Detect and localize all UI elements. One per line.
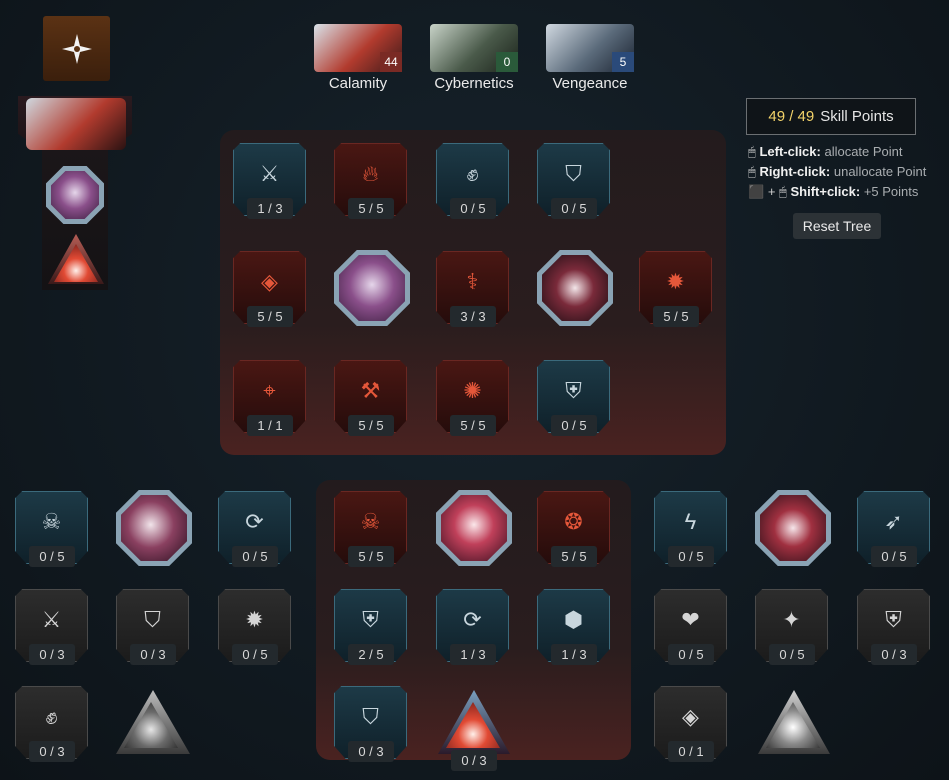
hint-shift-click: ⬛ + 🖱︎ Shift+click: +5 Points (748, 184, 919, 199)
capstone-points: 0 / 3 (451, 750, 497, 771)
keystone-node[interactable] (116, 490, 192, 566)
keystone-node[interactable] (537, 250, 613, 326)
capstone-node[interactable] (116, 690, 190, 754)
crossed-axes-icon: ⚒ (360, 378, 381, 403)
skill-node[interactable]: ☠ 5 / 5 (334, 491, 407, 567)
skill-node[interactable]: ⚒ 5 / 5 (334, 360, 407, 436)
keystone-node[interactable] (436, 490, 512, 566)
skill-node[interactable]: ➶ 0 / 5 (857, 491, 930, 567)
diamond-rune-icon: ◈ (261, 269, 278, 294)
hint-right-click: 🖱︎ Right-click: unallocate Point (748, 164, 927, 179)
skill-node[interactable]: ✹ 0 / 5 (218, 589, 291, 665)
tree-points-badge: 44 (380, 52, 402, 72)
lightning-icon: ϟ (684, 509, 697, 534)
target-icon: ⌖ (263, 378, 276, 403)
skill-node[interactable]: ⟳ 0 / 5 (218, 491, 291, 567)
skill-node[interactable]: ⛨ 2 / 5 (334, 589, 407, 665)
skill-node[interactable]: ✊︎ 0 / 3 (15, 686, 88, 762)
crossed-blades-icon: ⚔ (259, 161, 280, 186)
skill-node[interactable]: ⟳ 1 / 3 (436, 589, 509, 665)
skill-node[interactable]: ✺ 5 / 5 (436, 360, 509, 436)
skill-node[interactable]: ⛨ 0 / 5 (537, 360, 610, 436)
skill-points-label: Skill Points (820, 108, 894, 125)
skull-icon: ☠ (360, 509, 381, 534)
gauntlet-shield-icon: ⛨ (565, 378, 582, 403)
cybernetics-portrait-icon: 0 (430, 24, 518, 72)
fist-shield-icon: ⛨ (362, 607, 379, 632)
skill-points-value: 49 / 49 (768, 108, 815, 125)
skill-node[interactable]: ⛉ 0 / 3 (334, 686, 407, 762)
diamond-slash-icon: ◈ (682, 704, 699, 729)
tree-name: Calamity (328, 75, 388, 92)
skill-node[interactable]: ☠ 0 / 5 (15, 491, 88, 567)
skill-node[interactable]: ✦ 0 / 5 (755, 589, 828, 665)
skill-node[interactable]: ⚔ 1 / 3 (233, 143, 306, 219)
cycle-arrows-icon: ⟳ (245, 509, 264, 534)
skill-node[interactable]: 🔥︎ 5 / 5 (334, 143, 407, 219)
spin-fist-icon: ⟳ (463, 607, 482, 632)
class-emblem-icon (43, 16, 110, 81)
keystone-node[interactable] (755, 490, 831, 566)
skill-node[interactable]: ⬢ 1 / 3 (537, 589, 610, 665)
skill-node[interactable]: ⚕ 3 / 3 (436, 251, 509, 327)
shield-emblem-icon: ⛨ (885, 607, 902, 632)
mouse-icon: 🖱︎ (748, 144, 756, 159)
gamepad-icon: ⬛ (748, 184, 765, 199)
fist-impact-icon: ✊︎ (466, 161, 479, 186)
demon-face-icon: ❂ (564, 509, 583, 534)
capstone-node[interactable] (758, 690, 830, 754)
tree-points-badge: 5 (612, 52, 634, 72)
skill-node[interactable]: ⌖ 1 / 1 (233, 360, 306, 436)
flare-icon: ✹ (245, 607, 264, 632)
skill-node[interactable]: ⛨ 0 / 3 (857, 589, 930, 665)
compass-star-icon (61, 33, 92, 64)
capsule-icon: ⚕ (466, 269, 479, 294)
tree-name: Vengeance (552, 75, 628, 92)
tree-name: Cybernetics (434, 75, 514, 92)
mouse-icon: 🖱︎ (779, 184, 787, 199)
burst-icon: ✹ (666, 269, 685, 294)
shield-gear-icon: ⛉ (144, 607, 161, 632)
cube-spark-icon: ⬢ (563, 607, 584, 632)
rail-ultimate-icon[interactable] (48, 234, 104, 284)
rail-keystone-icon[interactable] (46, 166, 104, 224)
skill-node[interactable]: ϟ 0 / 5 (654, 491, 727, 567)
tab-calamity[interactable]: 44 Calamity (308, 24, 408, 92)
demon-mask-icon: ☠ (41, 509, 62, 534)
mouse-icon: 🖱︎ (748, 164, 756, 179)
capstone-node[interactable] (438, 690, 510, 754)
broken-heart-fist-icon: ❤ (681, 607, 700, 632)
tree-points-badge: 0 (496, 52, 518, 72)
skill-node[interactable]: ❂ 5 / 5 (537, 491, 610, 567)
hint-left-click: 🖱︎ Left-click: allocate Point (748, 144, 903, 159)
explosion-icon: ✺ (463, 378, 482, 403)
tab-cybernetics[interactable]: 0 Cybernetics (424, 24, 524, 92)
crossed-swords-icon: ⚔ (41, 607, 62, 632)
shield-wings-icon: ⛉ (362, 704, 379, 729)
skill-node[interactable]: ◈ 0 / 1 (654, 686, 727, 762)
skill-node[interactable]: ⛉ 0 / 5 (537, 143, 610, 219)
skill-node[interactable]: ◈ 5 / 5 (233, 251, 306, 327)
shield-icon: ⛉ (565, 161, 582, 186)
vengeance-portrait-icon: 5 (546, 24, 634, 72)
flame-icon: 🔥︎ (362, 161, 379, 186)
skill-node[interactable]: ✹ 5 / 5 (639, 251, 712, 327)
rocket-icon: ➶ (884, 509, 903, 534)
skill-node[interactable]: ❤ 0 / 5 (654, 589, 727, 665)
keystone-node[interactable] (334, 250, 410, 326)
fist-icon: ✊︎ (45, 704, 58, 729)
calamity-banner-icon (26, 98, 126, 150)
calamity-portrait-icon: 44 (314, 24, 402, 72)
skill-points-counter: 49 / 49 Skill Points (746, 98, 916, 135)
skill-node[interactable]: ✊︎ 0 / 5 (436, 143, 509, 219)
tab-vengeance[interactable]: 5 Vengeance (540, 24, 640, 92)
skill-node[interactable]: ⛉ 0 / 3 (116, 589, 189, 665)
reset-tree-button[interactable]: Reset Tree (793, 213, 881, 239)
skill-node[interactable]: ⚔ 0 / 3 (15, 589, 88, 665)
sparkle-cross-icon: ✦ (782, 607, 801, 632)
